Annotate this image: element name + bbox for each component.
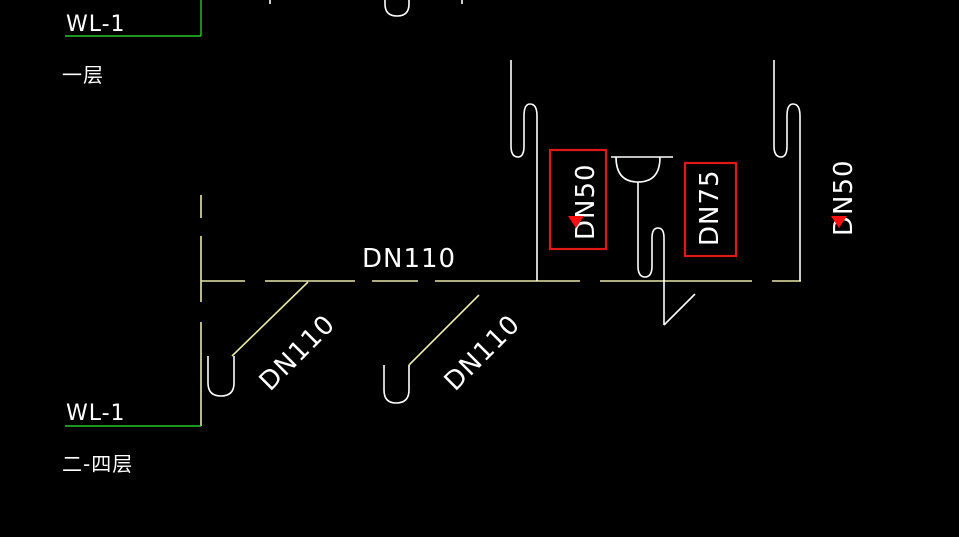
highlight-box-dn75 — [683, 161, 738, 258]
top-riser-tag: WL-1 — [66, 12, 126, 37]
vertical-2-label: DN75 — [695, 169, 725, 246]
vertical-1-label: DN50 — [571, 163, 601, 240]
branch-2-diagonal — [408, 294, 480, 366]
fixture-1-trap — [510, 60, 538, 281]
bottom-riser-tag: WL-1 — [66, 401, 126, 426]
branch-1-diagonal — [231, 281, 309, 357]
marker-1 — [568, 216, 584, 228]
bottom-floor-label: 二-四层 — [62, 452, 133, 476]
top-riser-leader — [65, 0, 202, 37]
main-pipe-label: DN110 — [362, 244, 456, 274]
highlight-box-dn50 — [548, 148, 608, 251]
branch-1-trap — [207, 356, 235, 397]
floor-drain — [611, 156, 696, 326]
top-trap — [384, 0, 410, 17]
top-floor-label: 一层 — [62, 63, 104, 87]
marker-2 — [831, 216, 847, 228]
branch-2-trap — [383, 365, 410, 404]
fixture-3-trap — [773, 60, 801, 281]
vertical-3-label: DN50 — [829, 159, 859, 236]
